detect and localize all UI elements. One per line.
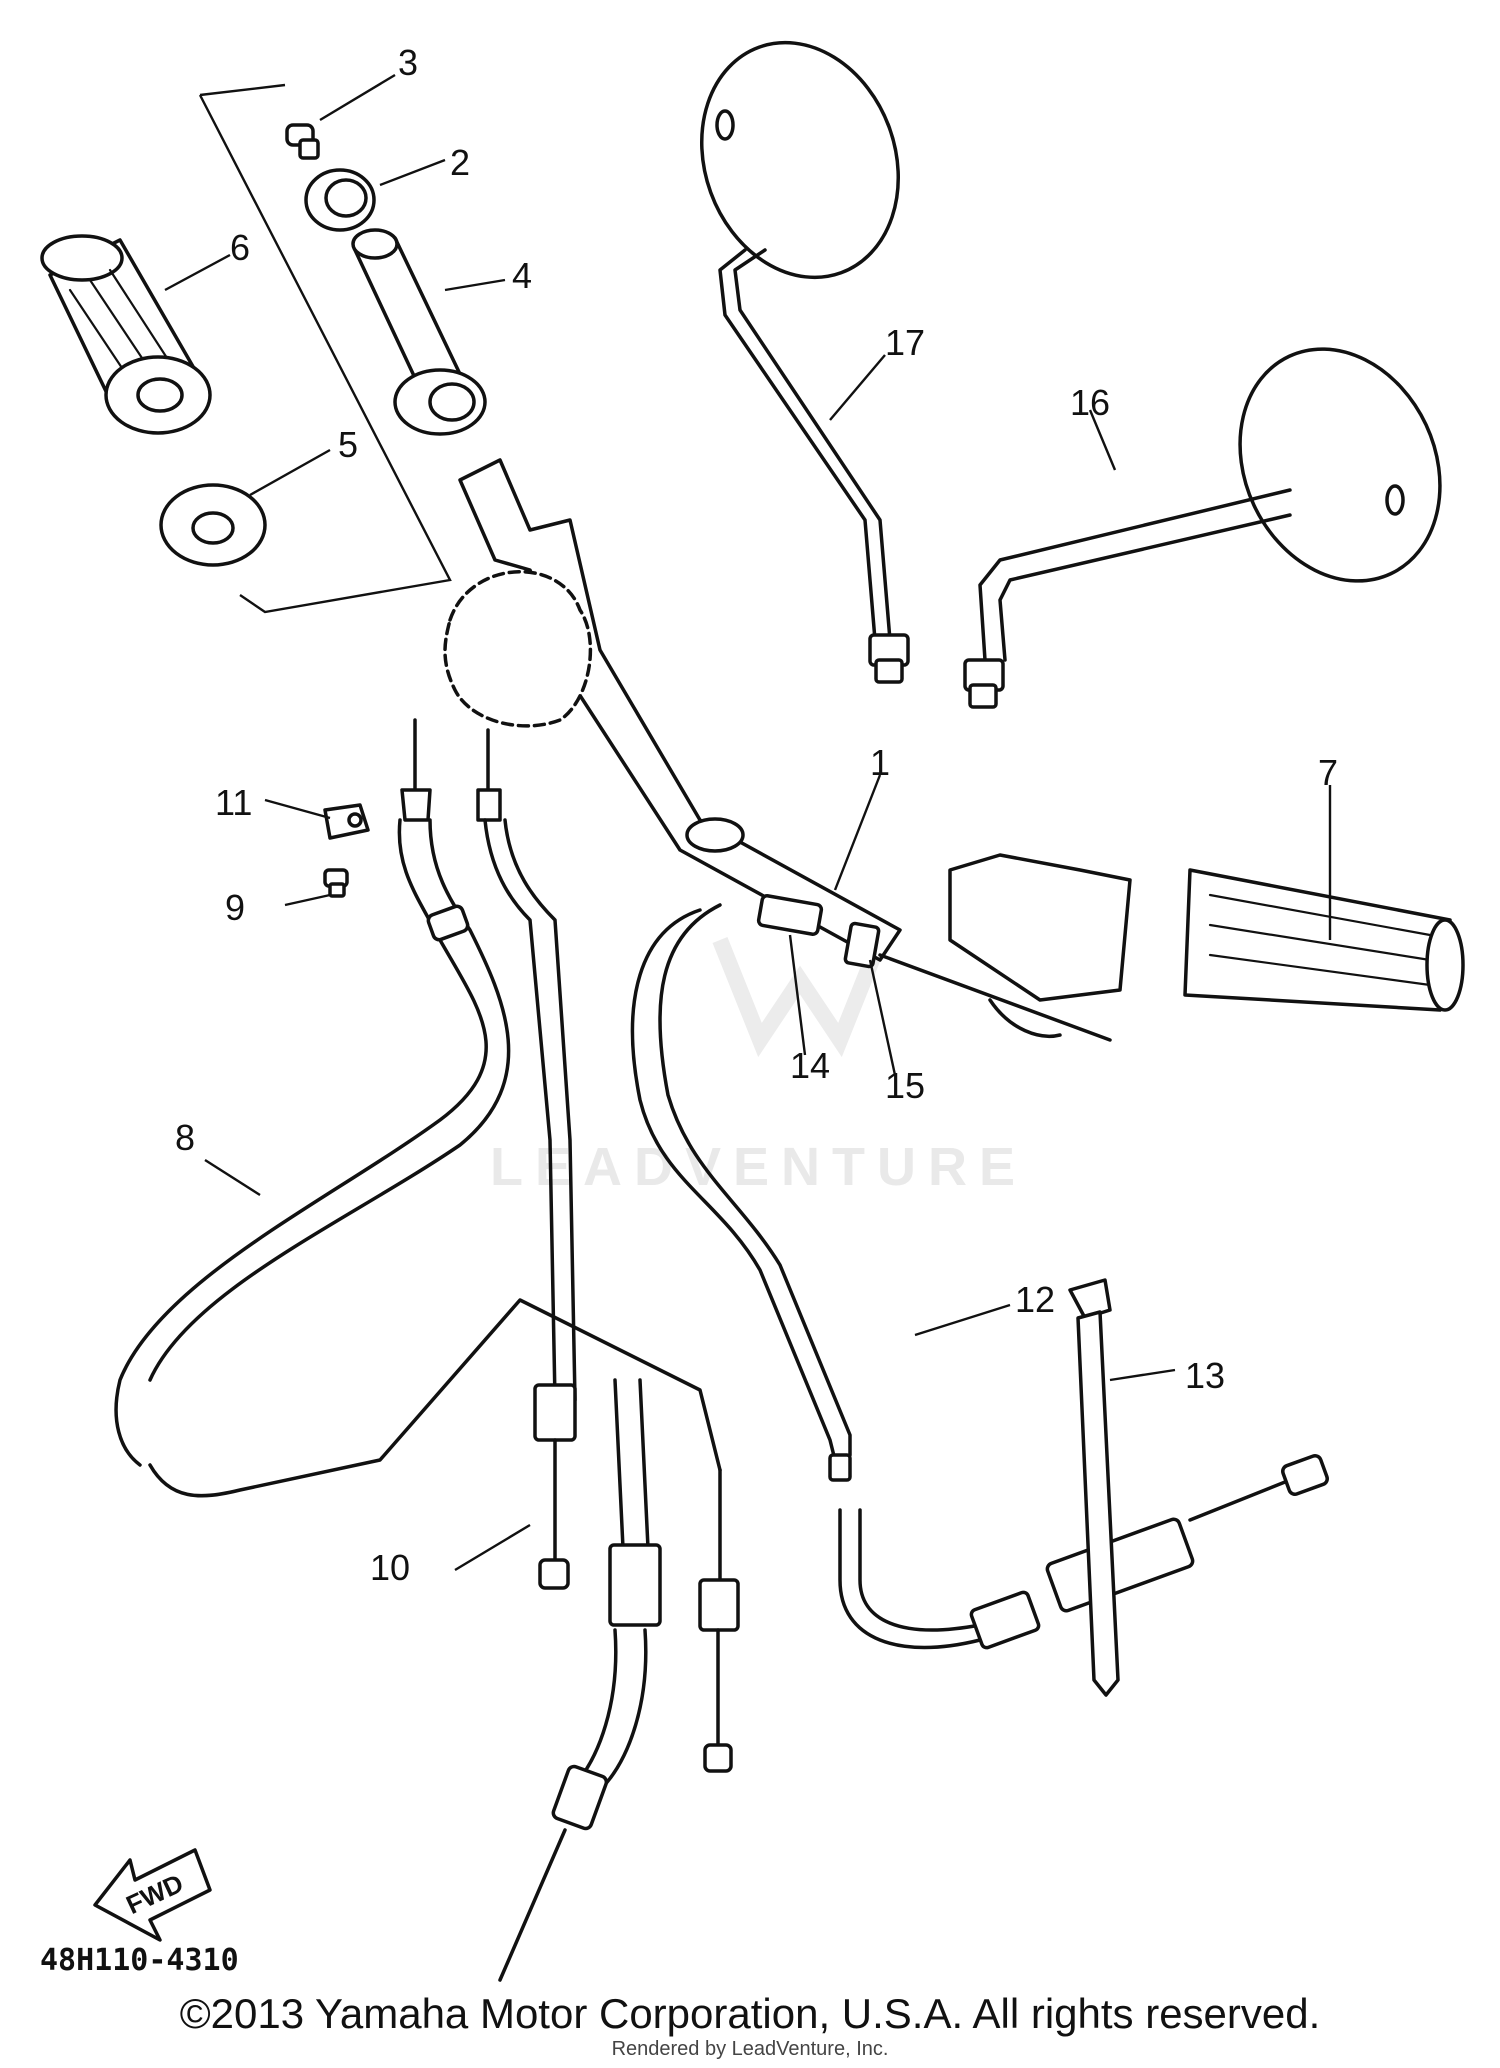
- part-16-right-mirror: [963, 347, 1442, 709]
- part-9-screw: [323, 868, 349, 898]
- callout-12: 12: [1015, 1279, 1055, 1320]
- callout-13: 13: [1185, 1355, 1225, 1396]
- part-10-throttle-cables: [476, 728, 740, 1982]
- callout-11: 11: [215, 782, 252, 823]
- leader-lines: [164, 73, 1332, 1572]
- part-17-left-mirror: [699, 40, 910, 684]
- callout-4: 4: [512, 255, 532, 296]
- throttle-inset-bracket: [198, 83, 452, 614]
- copyright-notice: ©2013 Yamaha Motor Corporation, U.S.A. A…: [179, 1990, 1321, 2037]
- part-14-adjuster: [756, 894, 824, 936]
- part-5-washer: [159, 483, 267, 567]
- callout-6: 6: [230, 227, 250, 268]
- callout-8: 8: [175, 1117, 195, 1158]
- part-7-right-grip: [948, 853, 1465, 1012]
- callout-5: 5: [338, 424, 358, 465]
- part-13-cable-tie: [1068, 1278, 1120, 1697]
- callout-labels: 1 2 3 4 5 6 7 8 9 10 11 12 13 14 15 16 1…: [175, 42, 1338, 1588]
- part-4-throttle-sleeve: [351, 228, 487, 436]
- diagram-part-code: 48H110-4310: [40, 1943, 239, 1978]
- parts-diagram: LEADVENTURE: [40, 40, 1465, 1982]
- callout-1: 1: [870, 742, 890, 783]
- callout-7: 7: [1318, 752, 1338, 793]
- callout-14: 14: [790, 1045, 830, 1086]
- part-15-locknut: [843, 921, 1112, 1042]
- callout-9: 9: [225, 887, 245, 928]
- callout-16: 16: [1070, 382, 1110, 423]
- part-11-bracket: [323, 803, 370, 840]
- callout-2: 2: [450, 142, 470, 183]
- fwd-arrow: FWD: [93, 1848, 212, 1942]
- part-8-clutch-cable: [114, 718, 722, 1498]
- callout-3: 3: [398, 42, 418, 83]
- rendered-by-notice: Rendered by LeadVenture, Inc.: [611, 2038, 889, 2060]
- part-6-left-grip: [40, 234, 212, 435]
- watermark-text: LEADVENTURE: [490, 1137, 1027, 1197]
- callout-17: 17: [885, 322, 925, 363]
- watermark: LEADVENTURE: [490, 937, 1027, 1197]
- part-2-cap: [304, 168, 376, 232]
- part-12-brake-cable: [630, 903, 1329, 1650]
- part-1-handlebar: [443, 458, 902, 962]
- callout-10: 10: [370, 1547, 410, 1588]
- callout-15: 15: [885, 1065, 925, 1106]
- part-3-screw: [285, 123, 320, 160]
